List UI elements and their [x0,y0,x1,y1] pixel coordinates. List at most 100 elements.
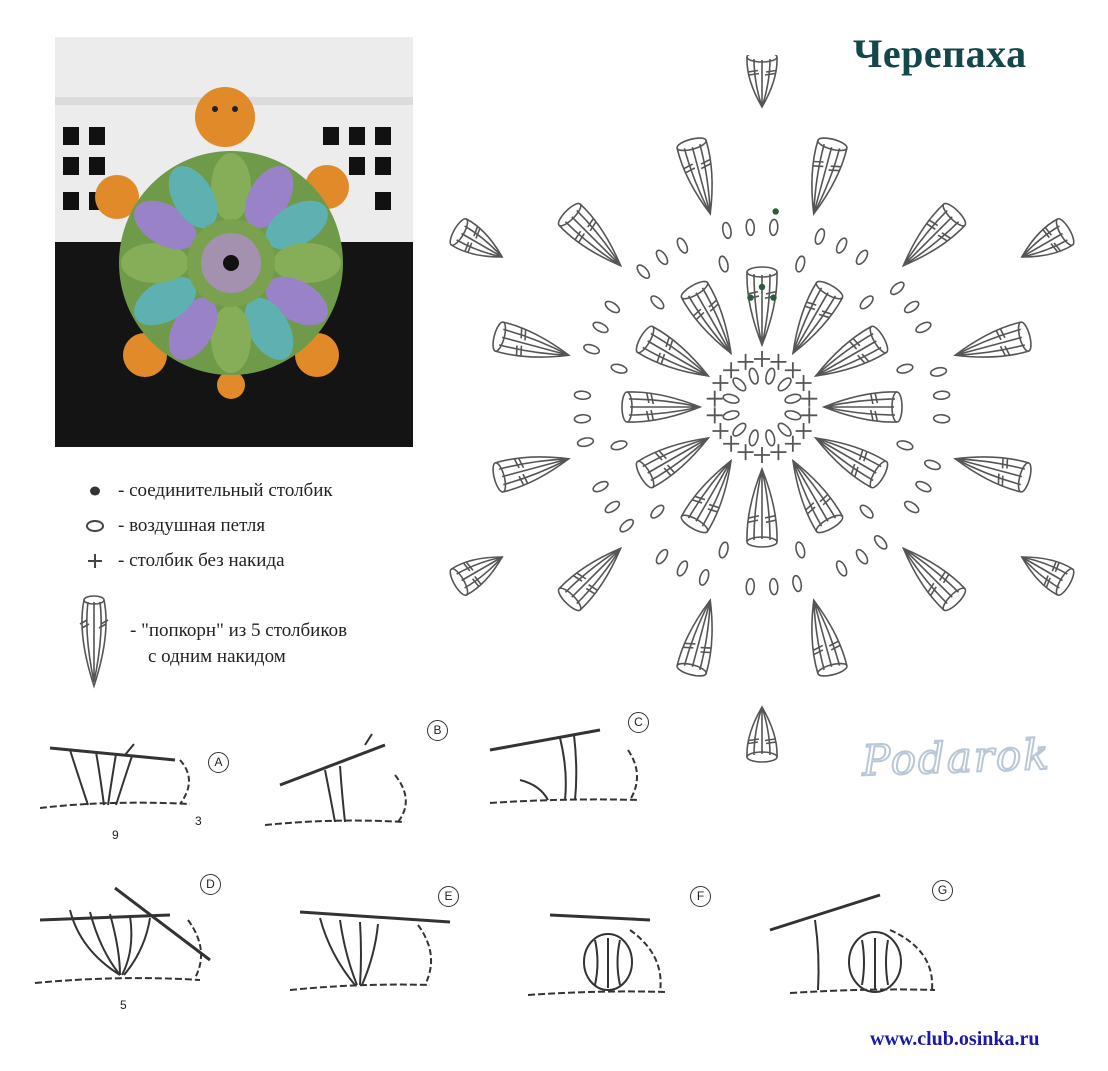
popcorn-stitch [901,546,967,612]
chain-stitch [859,295,874,310]
chain-stitch [855,548,869,565]
chain-stitch [873,534,888,550]
slip-stitch [758,283,766,291]
popcorn-stitch [811,598,848,677]
popcorn-stitch [492,456,571,493]
legend-label: - воздушная петля [118,515,266,536]
single-crochet [784,362,801,379]
chain-stitch [777,377,792,392]
popcorn-stitch [813,325,889,378]
chain-stitch [698,568,710,586]
single-crochet [770,353,787,370]
chain-stitch [932,390,951,401]
popcorn-stitch [791,458,844,534]
single-crochet [770,444,787,461]
legend-label: - соединительный столбик [118,480,333,501]
chain-stitch [604,500,621,514]
page-title: Черепаха [853,31,1027,76]
popcorn-stitch [901,202,967,268]
chain-stitch [896,440,914,451]
chain-stitch [765,429,776,447]
popcorn-stitch [635,325,711,378]
single-crochet [801,390,818,407]
popcorn-stitch [811,137,848,216]
chain-stitch [583,343,601,355]
chain-stitch [915,321,932,334]
single-crochet [706,407,723,424]
chain-stitch [784,393,802,404]
chain-stitch [748,367,759,385]
chain-stitch [650,295,665,310]
slip-stitch [770,294,777,301]
step-label: C [628,712,649,733]
single-crochet [795,375,812,391]
single-crochet [723,362,740,379]
chain-stitch [745,577,756,596]
popcorn-stitch [557,202,623,268]
popcorn-stitch [953,456,1032,493]
popcorn-stitch [449,556,504,597]
step-illustrations: A 9 3 B C D 5 E F G [0,700,1108,1020]
popcorn-stitch [676,137,713,216]
chain-stitch [745,218,756,237]
single-crochet [712,375,729,391]
chain-stitch [650,504,665,519]
chain-stitch [592,321,609,334]
chain-stitch [835,237,848,254]
chain-stitch [604,300,621,314]
popcorn-stitch [791,280,844,356]
chain-stitch [855,249,869,266]
step-number: 5 [120,998,127,1012]
single-crochet [784,435,801,452]
chain-loop-icon [86,520,104,532]
popcorn-stitch [621,391,703,423]
popcorn-stitch [746,466,778,548]
single-crochet-plus-icon [88,554,102,568]
chain-stitch [732,422,747,437]
chain-stitch [814,228,826,246]
step-label: G [932,880,953,901]
chain-stitch [722,393,740,404]
single-crochet [723,435,740,452]
chain-stitch [777,422,792,437]
turtle-photo [55,37,413,447]
slip-stitch-dot-icon [90,486,100,496]
step-label: E [438,886,459,907]
popcorn-stitch [680,280,733,356]
popcorn-stitch [676,598,713,677]
chain-stitch [765,367,776,385]
single-crochet [737,353,754,370]
chain-stitch [859,504,874,519]
popcorn-stitch [449,217,504,258]
chain-stitch [576,437,595,448]
chain-stitch [932,413,951,424]
step-label: F [690,886,711,907]
chain-stitch [676,237,689,254]
chain-stitch [929,366,948,377]
single-crochet [801,407,818,424]
chain-stitch [792,574,803,593]
chain-stitch [795,255,806,273]
chain-stitch [655,249,669,266]
chain-stitch [923,459,941,471]
single-crochet [712,423,729,439]
popcorn-stitch [680,458,733,534]
legend-label: - столбик без накида [118,550,285,571]
chain-stitch [903,300,920,314]
chain-stitch [896,363,914,374]
popcorn-stitch [813,436,889,489]
chain-stitch [768,218,779,237]
legend-label: с одним накидом [148,646,286,667]
slip-stitch [747,294,754,301]
chain-stitch [573,390,592,401]
single-crochet [754,351,770,367]
chain-stitch [748,429,759,447]
chain-stitch [795,541,806,559]
popcorn-stitch-icon [79,595,109,689]
chain-stitch [903,500,920,514]
popcorn-stitch [746,55,778,109]
single-crochet [706,390,723,407]
popcorn-stitch [492,321,571,358]
single-crochet [795,423,812,439]
chain-stitch [592,480,609,493]
